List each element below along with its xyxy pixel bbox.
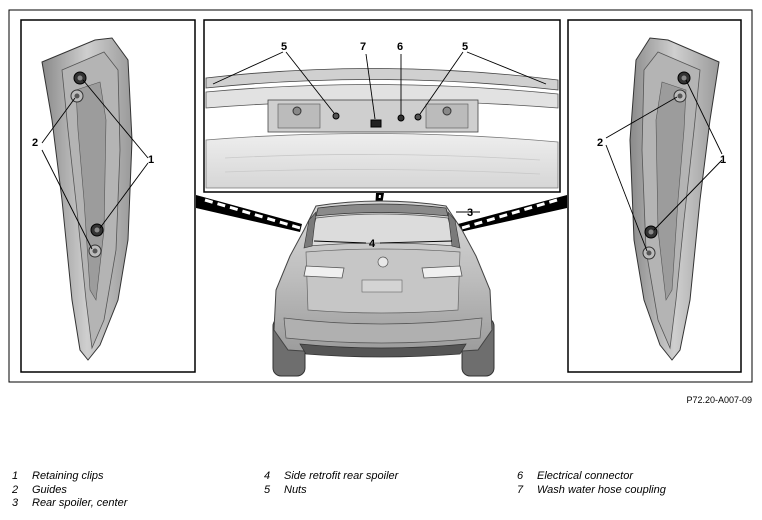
callout-6: 6 <box>397 41 403 53</box>
callout-1-left: 1 <box>148 154 154 166</box>
callout-5-left: 5 <box>281 41 287 53</box>
nut-right <box>414 113 422 121</box>
installation-diagram: 1 2 1 2 <box>8 9 753 383</box>
callout-1-right: 1 <box>720 154 726 166</box>
right-inset: 1 2 <box>567 19 742 373</box>
rear-spoiler-center <box>315 203 449 217</box>
license-plate-area <box>361 279 403 293</box>
top-inset: 5 7 6 5 <box>203 19 561 193</box>
callout-7: 7 <box>360 41 366 53</box>
callout-4: 4 <box>369 238 376 250</box>
detail-connectors <box>196 193 567 232</box>
tail-light-right <box>421 265 463 279</box>
left-inset: 1 2 <box>20 19 196 373</box>
callout-2-right: 2 <box>597 137 603 149</box>
electrical-connector <box>397 114 405 122</box>
callout-5-right: 5 <box>462 41 468 53</box>
tail-light-left <box>303 265 345 279</box>
car-rear-view: 3 4 <box>272 200 495 377</box>
callout-3: 3 <box>467 207 473 219</box>
nut-left <box>332 112 340 120</box>
figure-reference: P72.20-A007-09 <box>686 395 752 405</box>
hose-coupling <box>370 119 382 128</box>
rear-window-top <box>205 133 559 189</box>
callout-2-left: 2 <box>32 137 38 149</box>
